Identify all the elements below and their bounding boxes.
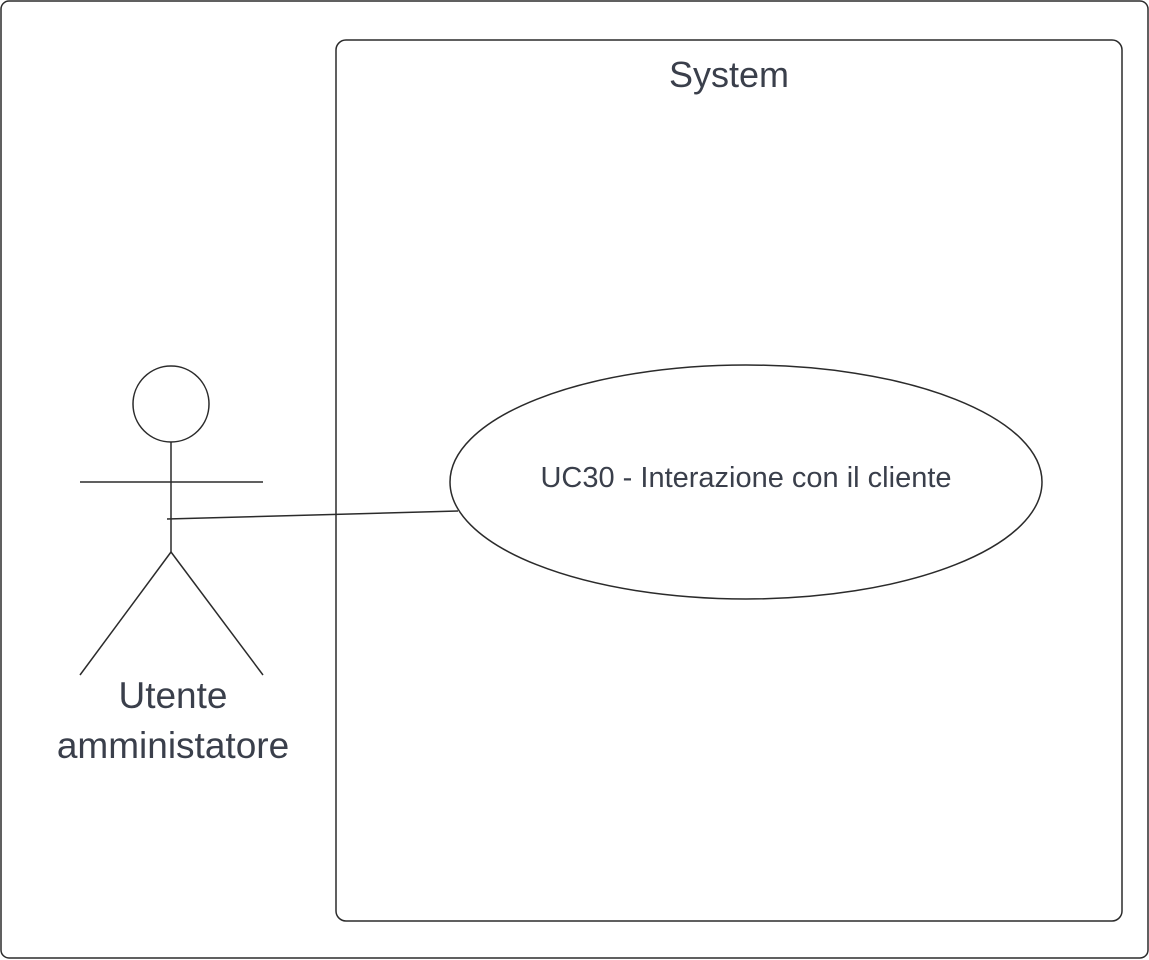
actor-label-line1: Utente bbox=[118, 675, 227, 716]
association-line[interactable] bbox=[166, 510, 459, 520]
use-case-uc30[interactable]: UC30 - Interazione con il cliente bbox=[449, 364, 1043, 600]
actor-label-line2: amministatore bbox=[57, 725, 289, 766]
actor[interactable]: Utente amministatore bbox=[57, 365, 289, 766]
actor-left-leg bbox=[79, 551, 172, 676]
use-case-label: UC30 - Interazione con il cliente bbox=[540, 462, 951, 494]
system-title: System bbox=[669, 54, 789, 95]
actor-head bbox=[132, 365, 210, 443]
use-case-ellipse bbox=[449, 364, 1043, 600]
actor-right-leg bbox=[170, 551, 264, 676]
